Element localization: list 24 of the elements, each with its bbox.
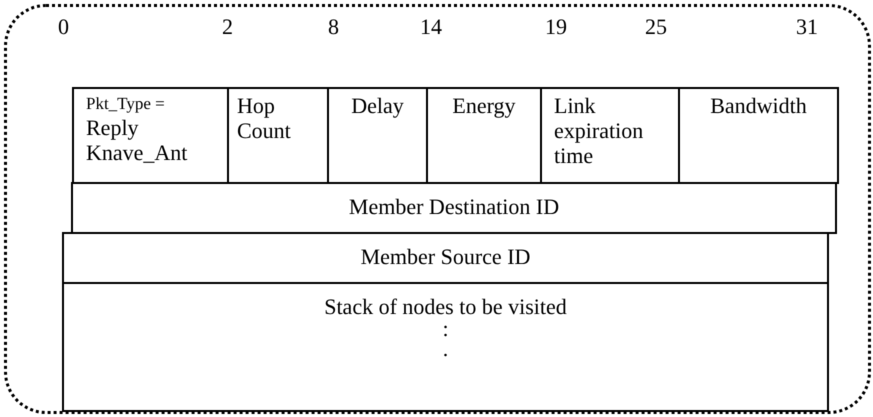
field-label: Bandwidth bbox=[709, 93, 808, 118]
continuation-mark: : bbox=[441, 319, 450, 339]
field-label: Pkt_Type = bbox=[86, 93, 166, 115]
field-label: Member Destination ID bbox=[348, 194, 560, 219]
bit-position: 14 bbox=[420, 14, 442, 39]
bit-position: 19 bbox=[545, 14, 567, 39]
field-label: Stack of nodes to be visited bbox=[323, 294, 568, 319]
field-label: Hop Count bbox=[237, 93, 292, 143]
bit-position: 0 bbox=[58, 14, 69, 39]
bit-position: 31 bbox=[796, 14, 818, 39]
field-label: Energy bbox=[451, 93, 517, 118]
field-cell bbox=[678, 87, 839, 184]
field-label: Reply Knave_Ant bbox=[86, 115, 188, 165]
field-row bbox=[71, 182, 837, 234]
bit-position: 8 bbox=[328, 14, 339, 39]
bit-position: 25 bbox=[645, 14, 667, 39]
continuation-mark: . bbox=[442, 339, 450, 359]
field-label: Delay bbox=[350, 93, 405, 118]
field-label: Link expiration time bbox=[554, 93, 644, 168]
field-row bbox=[62, 232, 829, 284]
field-label: Member Source ID bbox=[360, 244, 532, 269]
field-row bbox=[62, 282, 829, 412]
field-cell bbox=[72, 87, 229, 184]
bit-position: 2 bbox=[222, 14, 233, 39]
